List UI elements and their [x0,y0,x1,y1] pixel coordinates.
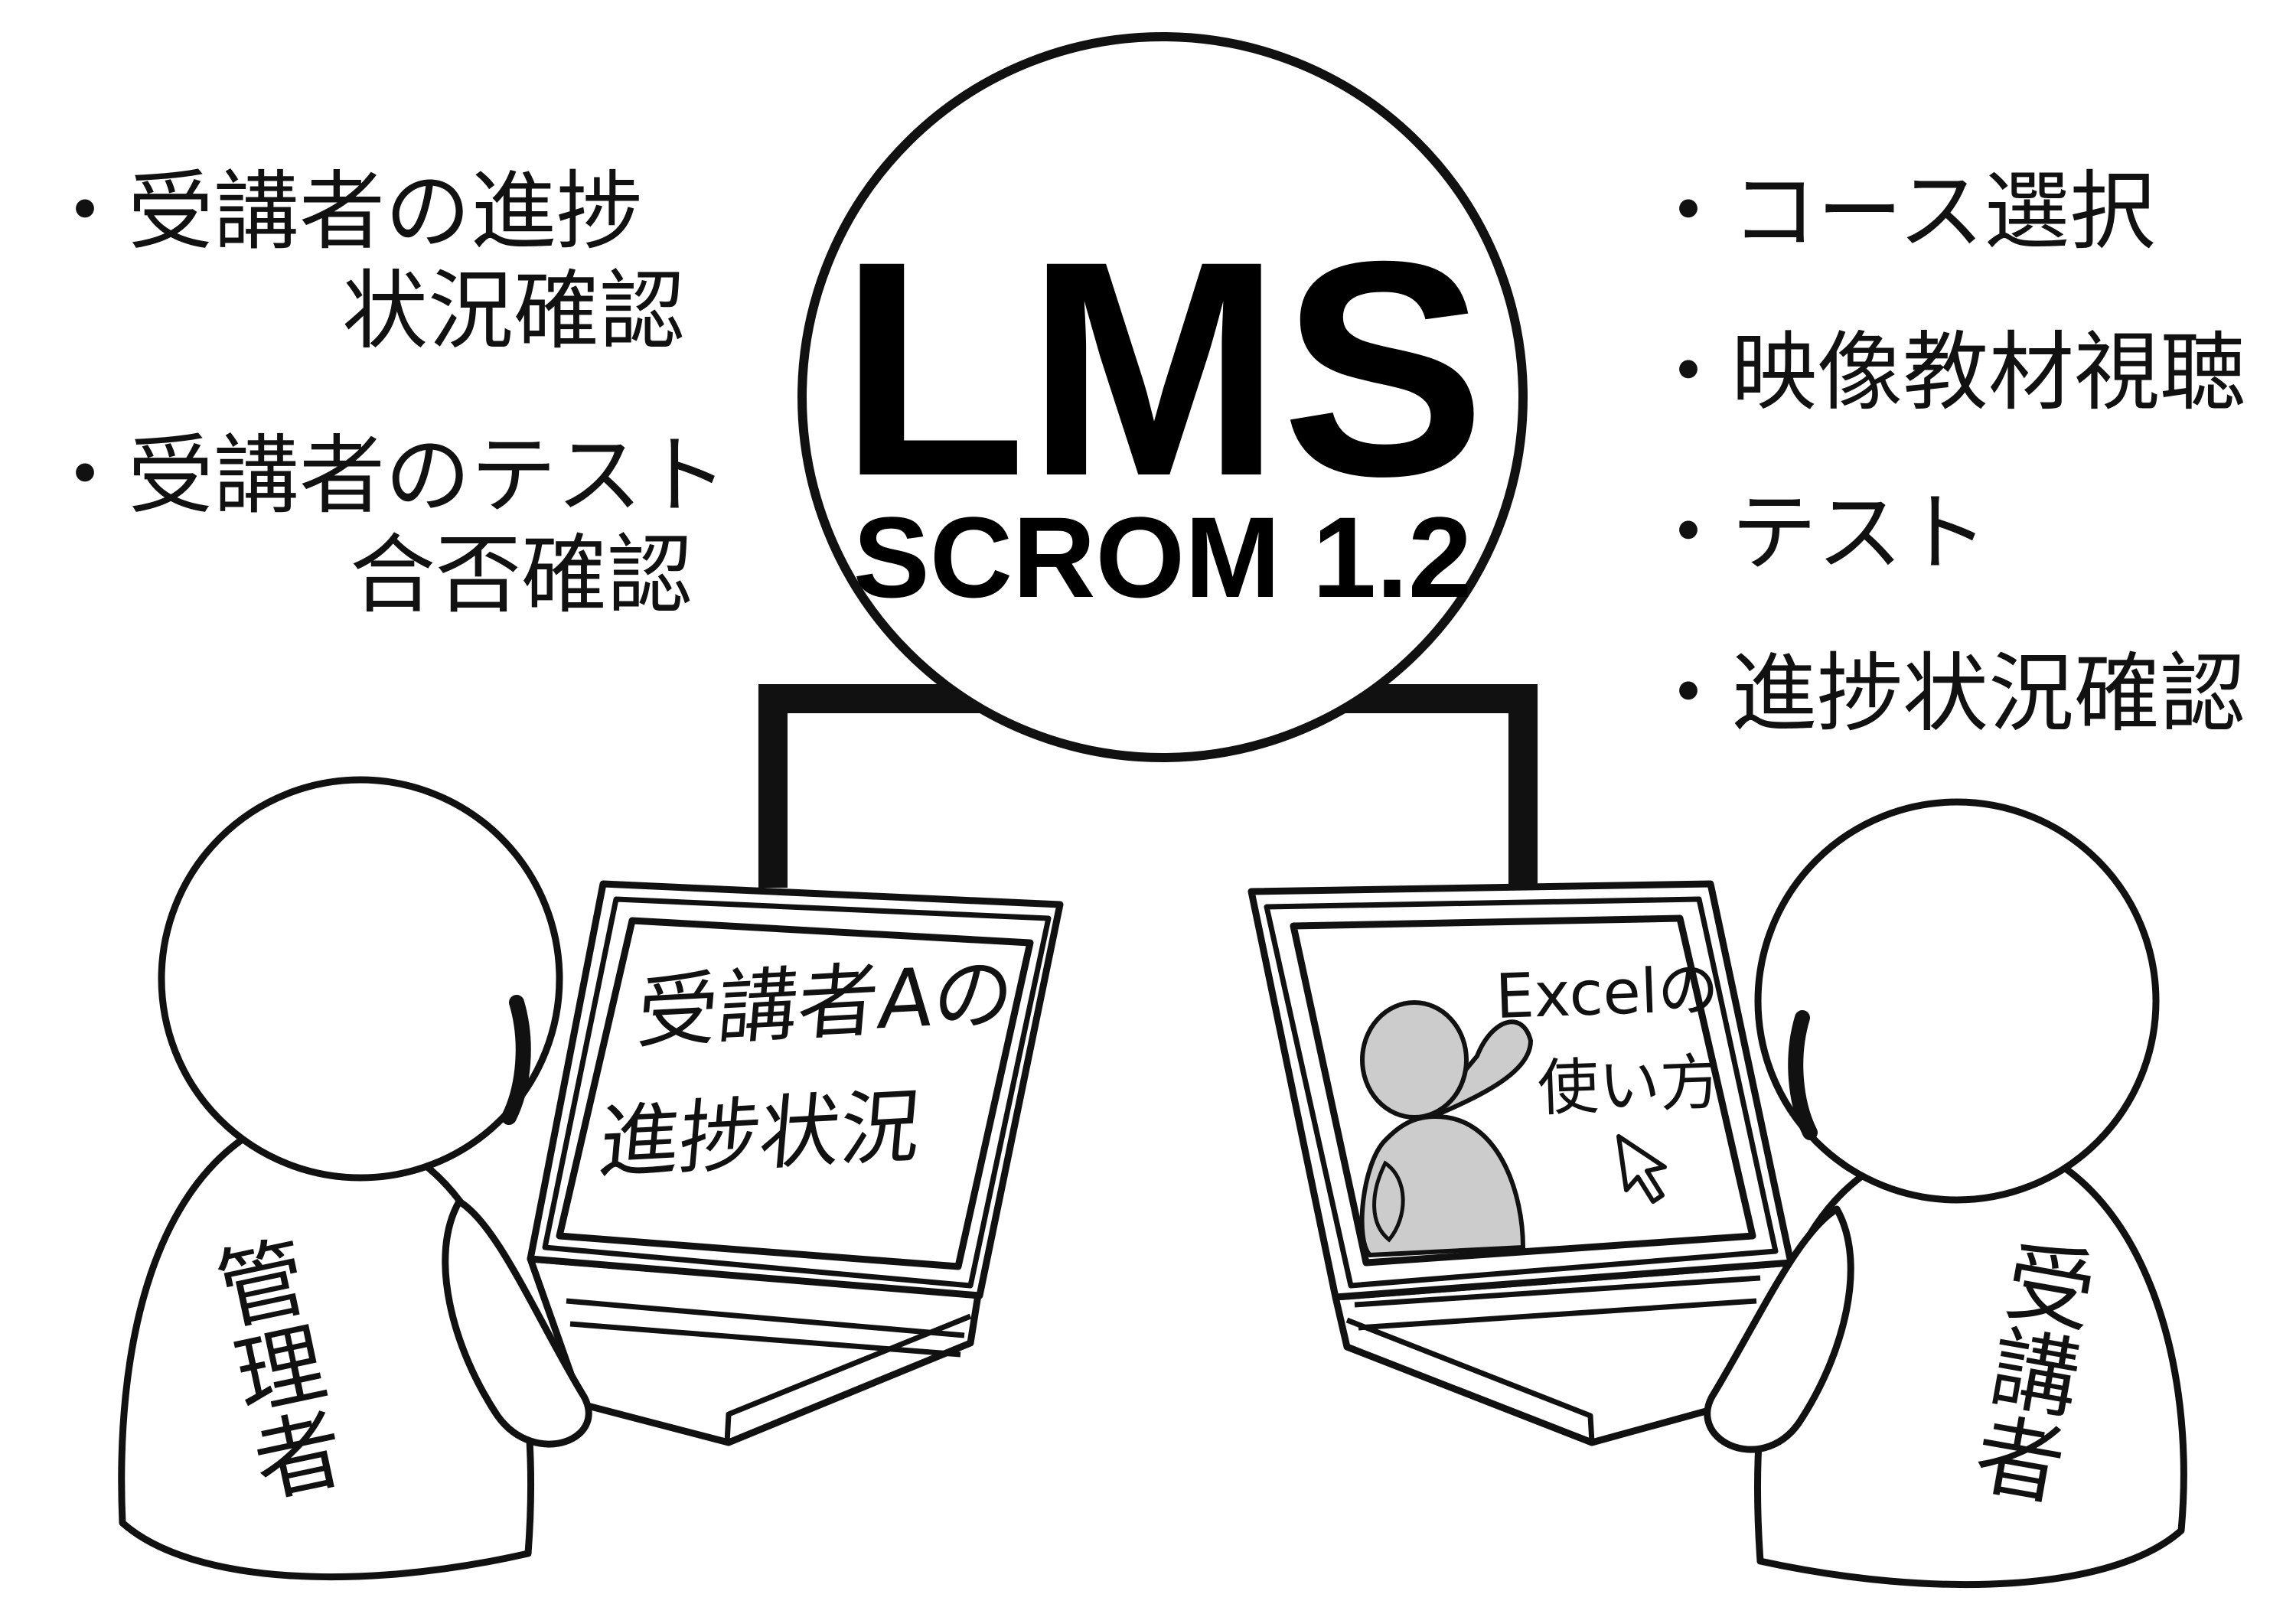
admin-arm [442,1198,592,1448]
learner-ear [1788,1010,1818,1140]
learner-screen-line2: 使い方 [1536,1047,1722,1124]
admin-function-list: ・受講者の進捗 状況確認 ・受講者のテスト 合否確認 [42,162,728,625]
learner-body [1754,1136,2187,1589]
learner-function-list: ・コース選択 ・映像教材視聴 ・テスト ・進捗状況確認 [1645,162,2245,744]
mouse-cursor-icon [1616,1134,1667,1204]
admin-person: 管理者 [118,776,563,1581]
learner-arm [1704,1205,1854,1453]
admin-function-2-line1: ・受講者のテスト [42,426,728,526]
admin-screen-line1: 受講者Aの [634,946,1018,1060]
admin-screen [556,917,1034,1270]
admin-function-2-line2: 合否確認 [350,526,693,625]
learner-screen-line1: Excelの [1494,954,1720,1032]
learner-head [1754,798,2160,1204]
learner-laptop: Excelの 使い方 [1247,880,1795,1446]
learner-function-1: ・コース選択 [1645,162,2155,262]
admin-function-1-line1: ・受講者の進捗 [42,162,642,262]
learner-function-4: ・進捗状況確認 [1645,644,2245,744]
admin-laptop: 受講者Aの 進捗状況 [527,880,1064,1446]
admin-function-1-line2: 状況確認 [342,262,685,361]
admin-ear [501,995,531,1125]
video-presenter-figure [1359,1000,1534,1258]
admin-screen-line2: 進捗状況 [595,1079,925,1190]
admin-head [158,776,563,1182]
lms-title: LMS [840,197,1486,540]
lms-node: LMS SCROM 1.2 [797,32,1528,762]
learner-function-2: ・映像教材視聴 [1645,323,2245,422]
lms-subtitle: SCROM 1.2 [853,493,1473,621]
learner-function-3: ・テスト [1645,484,1988,583]
learner-person: 受講者 [1754,798,2187,1589]
